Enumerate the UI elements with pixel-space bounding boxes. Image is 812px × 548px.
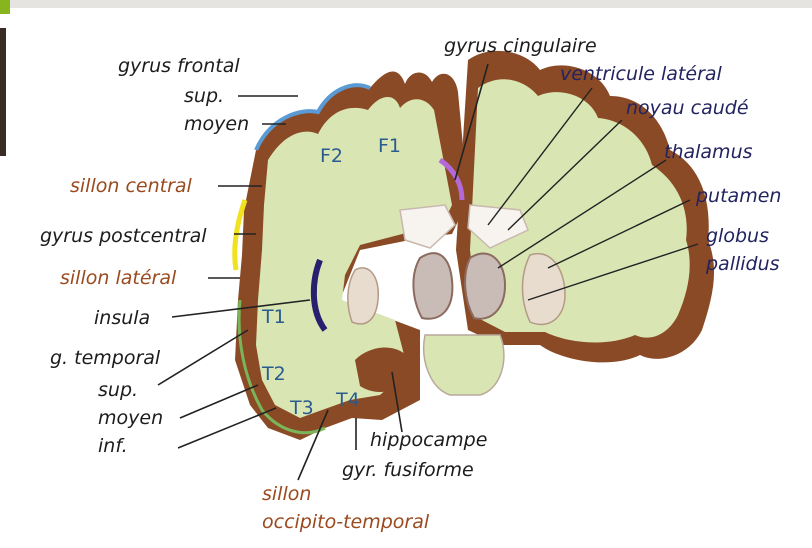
label-inf: inf. [98,435,128,457]
label-pallidus: pallidus [705,253,780,275]
leader-t1 [158,330,248,385]
region-f1: F1 [378,135,401,157]
label-sillon-lateral: sillon latéral [60,267,177,289]
label-moyen-temporal: moyen [98,407,163,429]
label-putamen: putamen [695,185,781,207]
label-noyau-caude: noyau caudé [626,97,749,119]
label-gyrus-postcentral: gyrus postcentral [40,225,207,247]
label-thalamus: thalamus [664,141,753,163]
label-sillon: sillon [262,483,311,505]
label-sup-temporal: sup. [98,379,138,401]
region-f2: F2 [320,145,343,167]
label-hippocampe: hippocampe [370,429,487,451]
label-moyen-frontal: moyen [184,113,249,135]
label-gyrus-cingulaire: gyrus cingulaire [444,35,597,57]
label-sup-frontal: sup. [184,85,224,107]
putamen-shape [348,254,565,325]
leader-t3 [178,408,276,448]
label-occipito-temporal: occipito-temporal [262,511,430,533]
region-t3: T3 [289,397,314,419]
region-t4: T4 [335,389,360,411]
label-ventricule-lateral: ventricule latéral [560,63,723,85]
label-gyrus-frontal: gyrus frontal [118,55,240,77]
label-g-temporal: g. temporal [50,347,161,369]
brainstem-shape [424,335,504,395]
region-t1: T1 [261,306,286,328]
ventricle-left [400,205,455,248]
label-gyr-fusiforme: gyr. fusiforme [342,459,474,481]
region-t2: T2 [261,363,286,385]
labels-bottom: sillon occipito-temporal hippocampe gyr.… [262,429,487,533]
leader-t2 [180,385,258,418]
labels-left: gyrus frontal sup. moyen sillon central … [40,55,249,457]
label-insula: insula [94,307,150,329]
label-globus: globus [706,225,769,247]
label-sillon-central: sillon central [70,175,193,197]
